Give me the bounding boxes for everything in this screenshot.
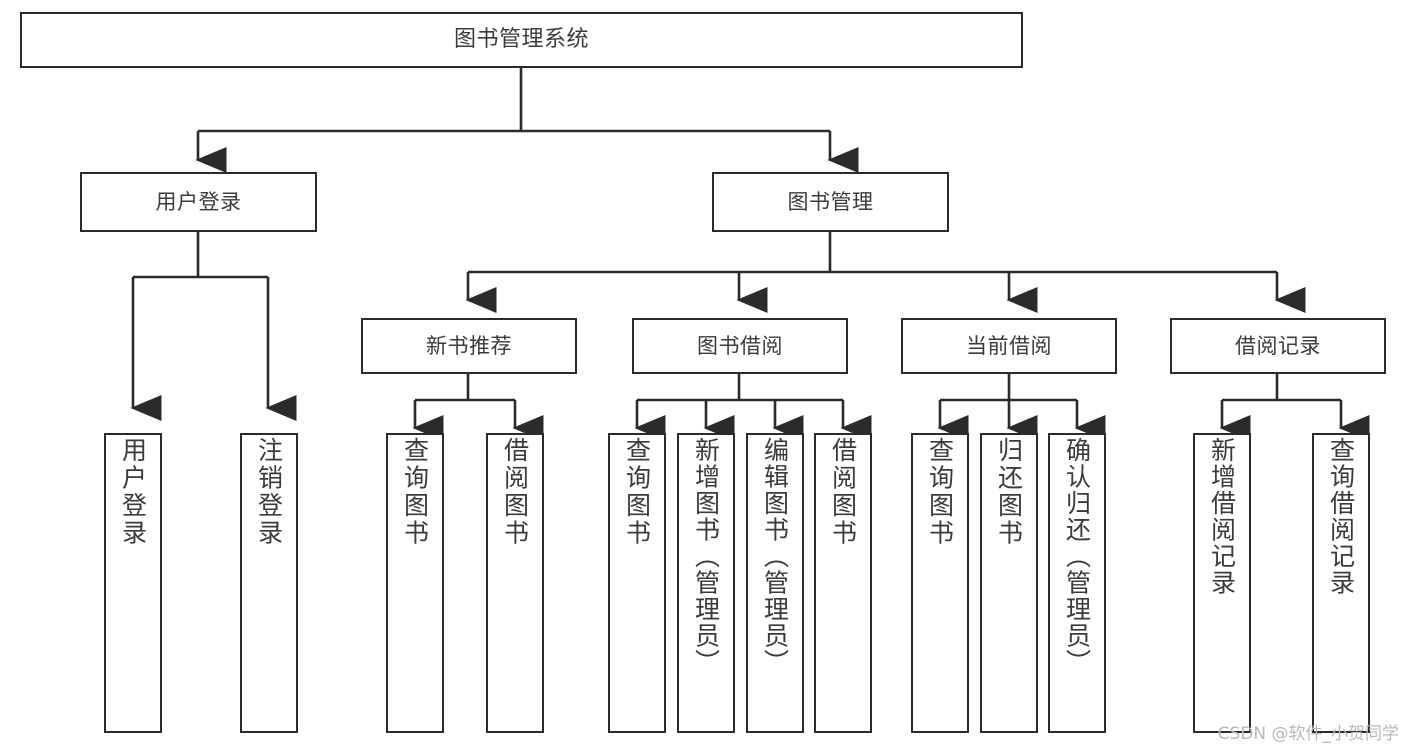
node-label: 注销登录 [254, 437, 284, 547]
node-label: 用户登录 [155, 189, 242, 214]
node-borrowing-records[interactable]: 借阅记录 [1170, 318, 1386, 374]
node-label: 新书推荐 [426, 333, 512, 358]
node-book-borrowing[interactable]: 图书借阅 [632, 318, 848, 374]
leaf-new-book-borrow-book[interactable]: 借阅图书 [486, 433, 544, 733]
node-label: 新增图书（管理员） [691, 437, 721, 676]
node-label: 用户登录 [118, 437, 148, 547]
node-label: 图书管理 [787, 189, 874, 214]
node-label: 查询图书 [925, 437, 955, 547]
leaf-current-borrow-confirm-return-admin[interactable]: 确认归还（管理员） [1048, 433, 1106, 733]
node-book-management[interactable]: 图书管理 [712, 172, 949, 232]
node-label: 图书管理系统 [453, 27, 589, 53]
leaf-new-book-query-book[interactable]: 查询图书 [386, 433, 444, 733]
node-label: 新增借阅记录 [1207, 437, 1237, 596]
node-label: 确认归还（管理员） [1062, 437, 1092, 676]
node-current-borrowing[interactable]: 当前借阅 [901, 318, 1117, 374]
csdn-watermark: CSDN @软件_小贺同学 [1217, 724, 1399, 744]
node-user-login[interactable]: 用户登录 [80, 172, 317, 232]
node-label: 查询图书 [400, 437, 430, 547]
node-new-book-recommendation[interactable]: 新书推荐 [361, 318, 577, 374]
leaf-current-borrow-query-book[interactable]: 查询图书 [911, 433, 969, 733]
node-label: 借阅图书 [828, 437, 858, 547]
node-label: 归还图书 [994, 437, 1024, 547]
leaf-borrow-record-query-record[interactable]: 查询借阅记录 [1312, 433, 1370, 733]
node-label: 图书借阅 [697, 333, 783, 358]
node-label: 查询借阅记录 [1326, 437, 1356, 596]
leaf-user-login-login[interactable]: 用户登录 [104, 433, 162, 733]
leaf-current-borrow-return-book[interactable]: 归还图书 [980, 433, 1038, 733]
node-label: 查询图书 [622, 437, 652, 547]
leaf-book-borrow-query-book[interactable]: 查询图书 [608, 433, 666, 733]
leaf-book-borrow-edit-book-admin[interactable]: 编辑图书（管理员） [746, 433, 804, 733]
node-label: 借阅记录 [1235, 333, 1321, 358]
leaf-borrow-record-add-record[interactable]: 新增借阅记录 [1193, 433, 1251, 733]
node-label: 编辑图书（管理员） [760, 437, 790, 676]
node-label: 借阅图书 [500, 437, 530, 547]
leaf-book-borrow-add-book-admin[interactable]: 新增图书（管理员） [677, 433, 735, 733]
node-label: 当前借阅 [966, 333, 1052, 358]
leaf-book-borrow-borrow-book[interactable]: 借阅图书 [814, 433, 872, 733]
node-root-book-management-system[interactable]: 图书管理系统 [20, 12, 1023, 68]
leaf-user-login-logout[interactable]: 注销登录 [240, 433, 298, 733]
